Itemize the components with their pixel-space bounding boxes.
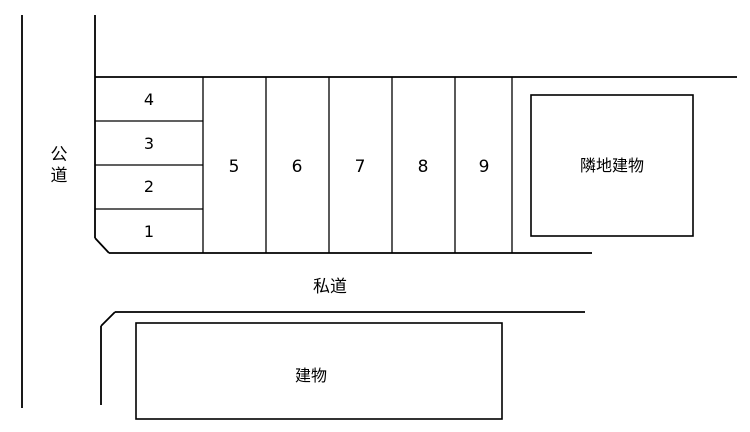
- lower-site-boundary-corner: [100, 311, 116, 327]
- stall-2-label: 2: [144, 177, 154, 196]
- public-road-label-char-1: 公: [51, 145, 68, 165]
- stall-7-label: 7: [355, 157, 366, 177]
- building: [135, 322, 503, 420]
- stall-9-label: 9: [479, 157, 490, 177]
- site-boundary-corner: [94, 237, 110, 254]
- stall-3-label: 3: [144, 134, 154, 153]
- neighbor-building: [530, 94, 694, 237]
- neighbor-building-label: 隣地建物: [580, 156, 644, 175]
- private-road-label: 私道: [313, 277, 347, 297]
- stall-1-label: 1: [144, 222, 154, 241]
- stall-8-label: 8: [418, 157, 429, 177]
- building-label: 建物: [295, 366, 327, 385]
- stall-6-label: 6: [292, 157, 303, 177]
- stall-4-label: 4: [144, 90, 154, 109]
- public-road-label-char-2: 道: [51, 166, 68, 186]
- stall-5-label: 5: [229, 157, 240, 177]
